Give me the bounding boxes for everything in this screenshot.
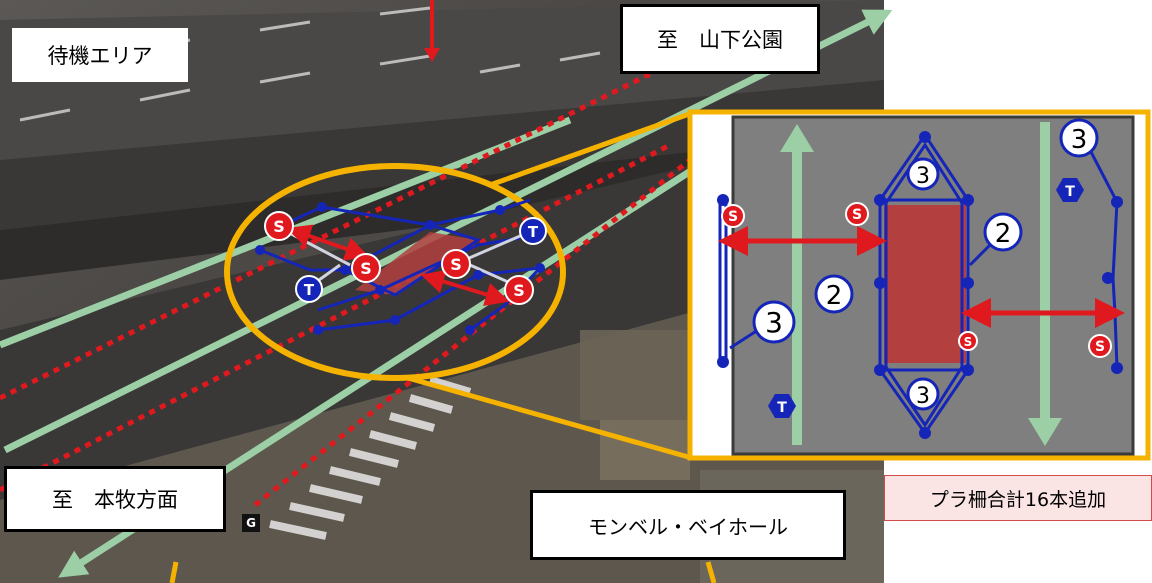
g-marker-icon: G	[242, 514, 260, 532]
svg-text:T: T	[304, 281, 315, 299]
to-yamashita-park-label: 至 山下公園	[620, 4, 820, 74]
added-barriers-note: プラ柵合計16本追加	[884, 475, 1152, 521]
svg-text:S: S	[360, 259, 372, 278]
svg-text:3: 3	[916, 164, 930, 189]
monbell-bayhall-label: モンベル・ベイホール	[530, 490, 846, 560]
circle-s-icon: S S S S	[264, 211, 534, 305]
hexagon-t-icon: T T	[295, 217, 547, 303]
svg-text:2: 2	[826, 281, 843, 311]
svg-text:3: 3	[916, 384, 930, 409]
callout-ellipse	[224, 110, 693, 461]
svg-text:T: T	[777, 400, 787, 416]
circle-number-icon: 3 2 2 3 3 3	[729, 118, 1099, 411]
svg-text:T: T	[1065, 184, 1075, 200]
svg-text:S: S	[273, 217, 285, 236]
callout-lines-bottom	[169, 561, 717, 583]
photo-barrier-layout: S S S S T T	[255, 198, 547, 335]
double-arrow-icon	[718, 226, 1125, 328]
svg-text:3: 3	[765, 306, 783, 339]
svg-text:S: S	[450, 255, 462, 274]
circle-s-icon: S S S S	[721, 202, 1112, 358]
down-arrow-icon	[424, 0, 440, 62]
svg-text:S: S	[964, 335, 973, 349]
svg-text:S: S	[728, 209, 738, 225]
inset-detail-panel: S S S S T T 3 2 2 3 3	[687, 109, 1151, 461]
flow-arrow-icon	[792, 122, 1050, 445]
svg-text:2: 2	[995, 219, 1012, 249]
to-honmoku-label: 至 本牧方面	[4, 466, 226, 532]
hexagon-t-icon: T T	[768, 178, 1084, 418]
waiting-area-label: 待機エリア	[12, 28, 188, 82]
svg-text:S: S	[852, 207, 862, 223]
svg-text:S: S	[1095, 339, 1105, 355]
svg-text:3: 3	[1071, 125, 1088, 155]
svg-text:T: T	[528, 223, 539, 241]
svg-text:S: S	[513, 281, 525, 300]
